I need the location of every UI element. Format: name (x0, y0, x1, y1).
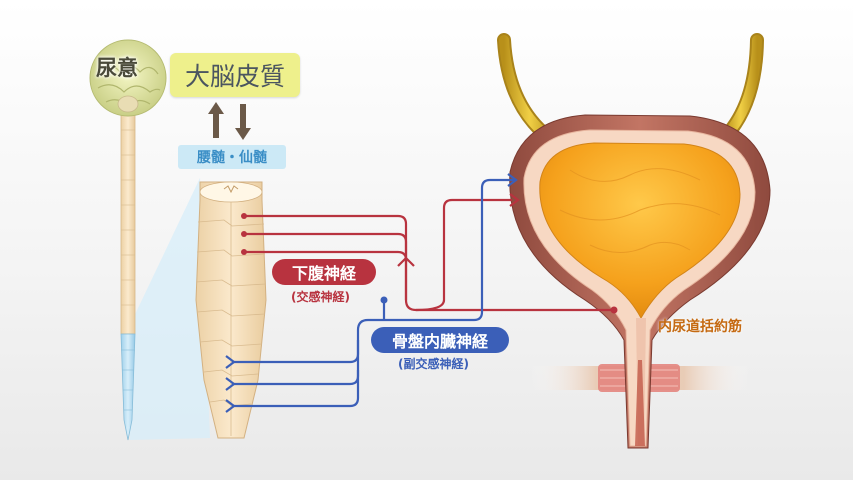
brain-icon (89, 39, 167, 117)
spinal-cord (120, 103, 136, 441)
pelvic-node (380, 296, 388, 304)
hypogastric-nerve-lines (244, 193, 614, 312)
hypogastric-nerve-label: 下腹神経 (272, 259, 376, 285)
pelvic-nerve-lines (225, 173, 518, 413)
parasympathetic-label: (副交感神経) (398, 357, 469, 371)
spinal-level-label: 腰髄・仙髄 (178, 145, 286, 169)
cerebral-cortex-label: 大脳皮質 (170, 53, 300, 97)
bidirectional-arrows-icon (208, 102, 251, 140)
hypogastric-endpoints (241, 213, 618, 314)
zoom-wedge (130, 178, 210, 440)
sympathetic-label: (交感神経) (291, 290, 350, 304)
urge-label: 尿意 (96, 56, 138, 80)
spinal-segment (195, 181, 267, 439)
internal-sphincter-label: 内尿道括約筋 (658, 319, 742, 335)
pelvic-nerve-label: 骨盤内臓神経 (371, 327, 509, 353)
bladder (509, 114, 771, 449)
